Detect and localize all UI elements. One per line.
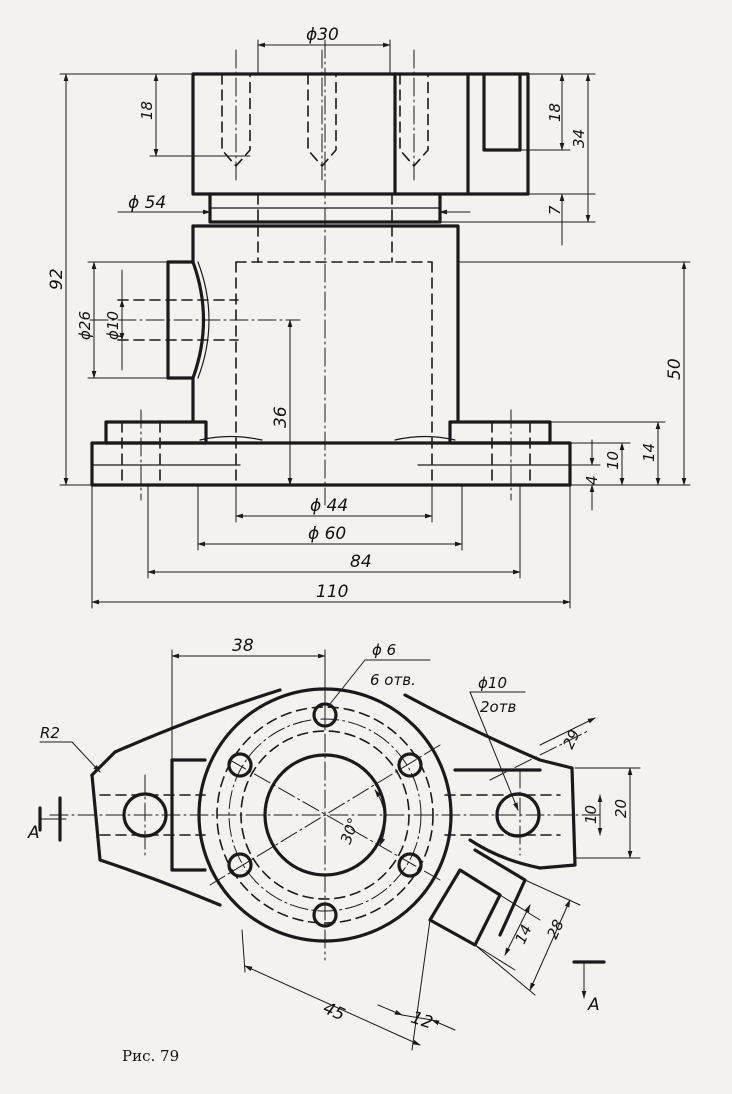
top-cap xyxy=(191,72,530,196)
dim-h14-plan: 14 xyxy=(511,922,535,947)
section-label-right: A xyxy=(587,995,600,1015)
dim-d10-plan: ϕ10 xyxy=(478,674,507,692)
dim-h50: 50 xyxy=(665,358,685,380)
bolt-hole-6 xyxy=(227,752,253,778)
dim-h34: 34 xyxy=(570,129,588,148)
dim-d26: ϕ26 xyxy=(76,311,94,340)
dim-r2: R2 xyxy=(40,724,60,742)
angled-boss xyxy=(428,868,502,947)
dim-h10-plan: 10 xyxy=(582,805,600,824)
left-lug-top xyxy=(90,688,282,777)
bolt-hole-3 xyxy=(397,852,423,878)
left-boss-plan xyxy=(170,758,207,872)
dim-w45: 45 xyxy=(320,998,348,1025)
figure-caption: Рис. 79 xyxy=(122,1047,179,1065)
dim-w110: 110 xyxy=(316,582,348,602)
dim-h4: 4 xyxy=(583,475,601,485)
dim-6-holes: 6 отв. xyxy=(370,671,416,689)
plan-view: 38 ϕ 6 6 отв. ϕ10 2отв R2 29 20 10 30° xyxy=(27,636,641,1051)
body xyxy=(191,224,460,422)
dim-angle-30: 30° xyxy=(337,815,363,846)
right-boss xyxy=(448,420,552,445)
left-lug-bottom xyxy=(90,773,222,907)
front-dimensions: ϕ30 18 18 34 7 ϕ 54 92 ϕ26 xyxy=(47,25,691,609)
dim-h18-left: 18 xyxy=(138,101,156,120)
dim-h36: 36 xyxy=(271,406,291,428)
bolt-hole-2 xyxy=(397,752,423,778)
dim-h14: 14 xyxy=(640,443,658,462)
dim-h20-plan: 20 xyxy=(612,799,630,818)
dim-h92: 92 xyxy=(47,268,67,290)
slot xyxy=(482,72,522,152)
bolt-hole-1 xyxy=(312,702,338,728)
dim-w12: 12 xyxy=(408,1008,435,1034)
dim-d60: ϕ 60 xyxy=(308,524,346,544)
dim-d10: ϕ10 xyxy=(104,311,122,340)
bolt-hole-5 xyxy=(227,852,253,878)
dim-w38: 38 xyxy=(232,636,254,656)
right-lug xyxy=(403,693,577,870)
section-label-left: A xyxy=(27,823,40,843)
dim-d30: ϕ30 xyxy=(306,25,339,45)
dim-d44: ϕ 44 xyxy=(310,496,348,516)
dim-d54: ϕ 54 xyxy=(128,193,166,213)
dim-29: 29 xyxy=(559,727,583,752)
dim-h7: 7 xyxy=(546,205,564,215)
dim-w84: 84 xyxy=(350,552,372,572)
base-flange xyxy=(90,441,572,487)
dim-h10: 10 xyxy=(604,451,622,470)
dim-h18-right: 18 xyxy=(546,103,564,122)
dim-d6: ϕ 6 xyxy=(372,641,396,659)
front-view: ϕ30 18 18 34 7 ϕ 54 92 ϕ26 xyxy=(47,25,691,609)
left-boss xyxy=(104,420,208,445)
dim-h28-plan: 28 xyxy=(543,917,567,942)
plan-dimensions: 38 ϕ 6 6 отв. ϕ10 2отв R2 29 20 10 30° xyxy=(27,636,641,1051)
dim-2-holes: 2отв xyxy=(480,698,516,716)
